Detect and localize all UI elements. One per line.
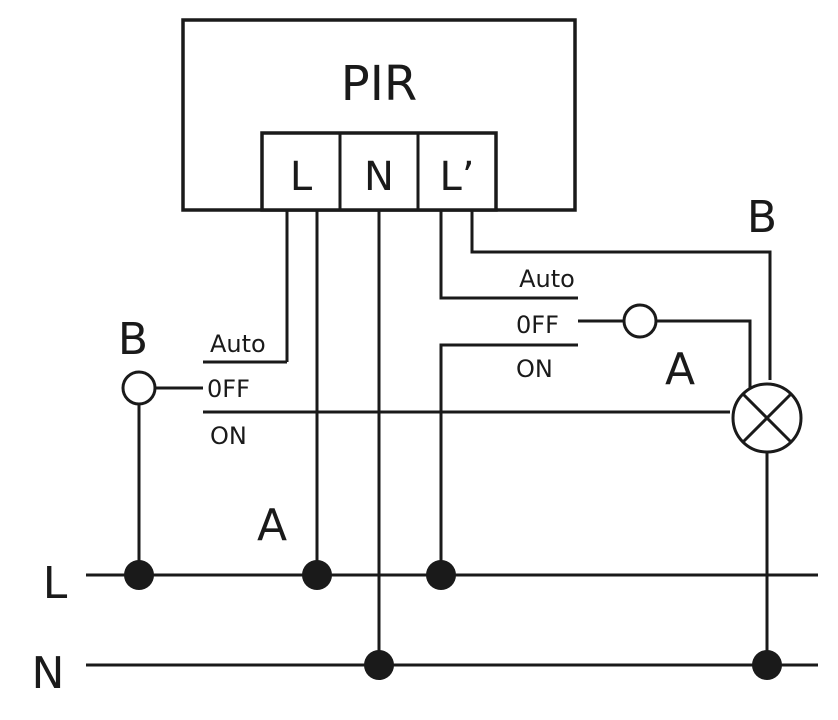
left-switch-pivot bbox=[121, 370, 157, 406]
junction-dot bbox=[752, 650, 782, 680]
terminal-l-prime-label: L’ bbox=[440, 154, 475, 200]
left-switch-name-label: B bbox=[118, 314, 148, 365]
terminal-l-label: L bbox=[290, 154, 313, 200]
junction-dot bbox=[426, 560, 456, 590]
right-switch-pivot bbox=[622, 303, 658, 339]
terminal-n-label: N bbox=[364, 154, 394, 200]
pir-label: PIR bbox=[341, 56, 417, 112]
wire-lprime-to-right-auto bbox=[439, 210, 578, 300]
junction-dot bbox=[124, 560, 154, 590]
right-switch-auto-label: Auto bbox=[519, 265, 575, 293]
lamp-wire-b-label: B bbox=[747, 192, 777, 243]
left-switch-auto-label: Auto bbox=[210, 330, 266, 358]
left-switch-on-label: ON bbox=[210, 422, 247, 450]
left-switch-off-label: 0FF bbox=[207, 375, 250, 403]
right-switch-off-label: 0FF bbox=[516, 311, 559, 339]
feed-a-label: A bbox=[257, 500, 287, 551]
neutral-rail-label: N bbox=[32, 648, 65, 699]
right-switch-on-label: ON bbox=[516, 355, 553, 383]
terminal-block bbox=[260, 131, 498, 212]
lamp-icon bbox=[731, 382, 803, 454]
line-rail-label: L bbox=[43, 558, 68, 609]
junction-dot bbox=[302, 560, 332, 590]
wire-right-switch-to-lamp bbox=[656, 319, 752, 390]
wire-lprime-to-lamp-b bbox=[470, 210, 772, 380]
wire-right-on-to-line-rail bbox=[439, 343, 578, 575]
junction-dot bbox=[364, 650, 394, 680]
right-switch-name-label: A bbox=[665, 344, 695, 395]
